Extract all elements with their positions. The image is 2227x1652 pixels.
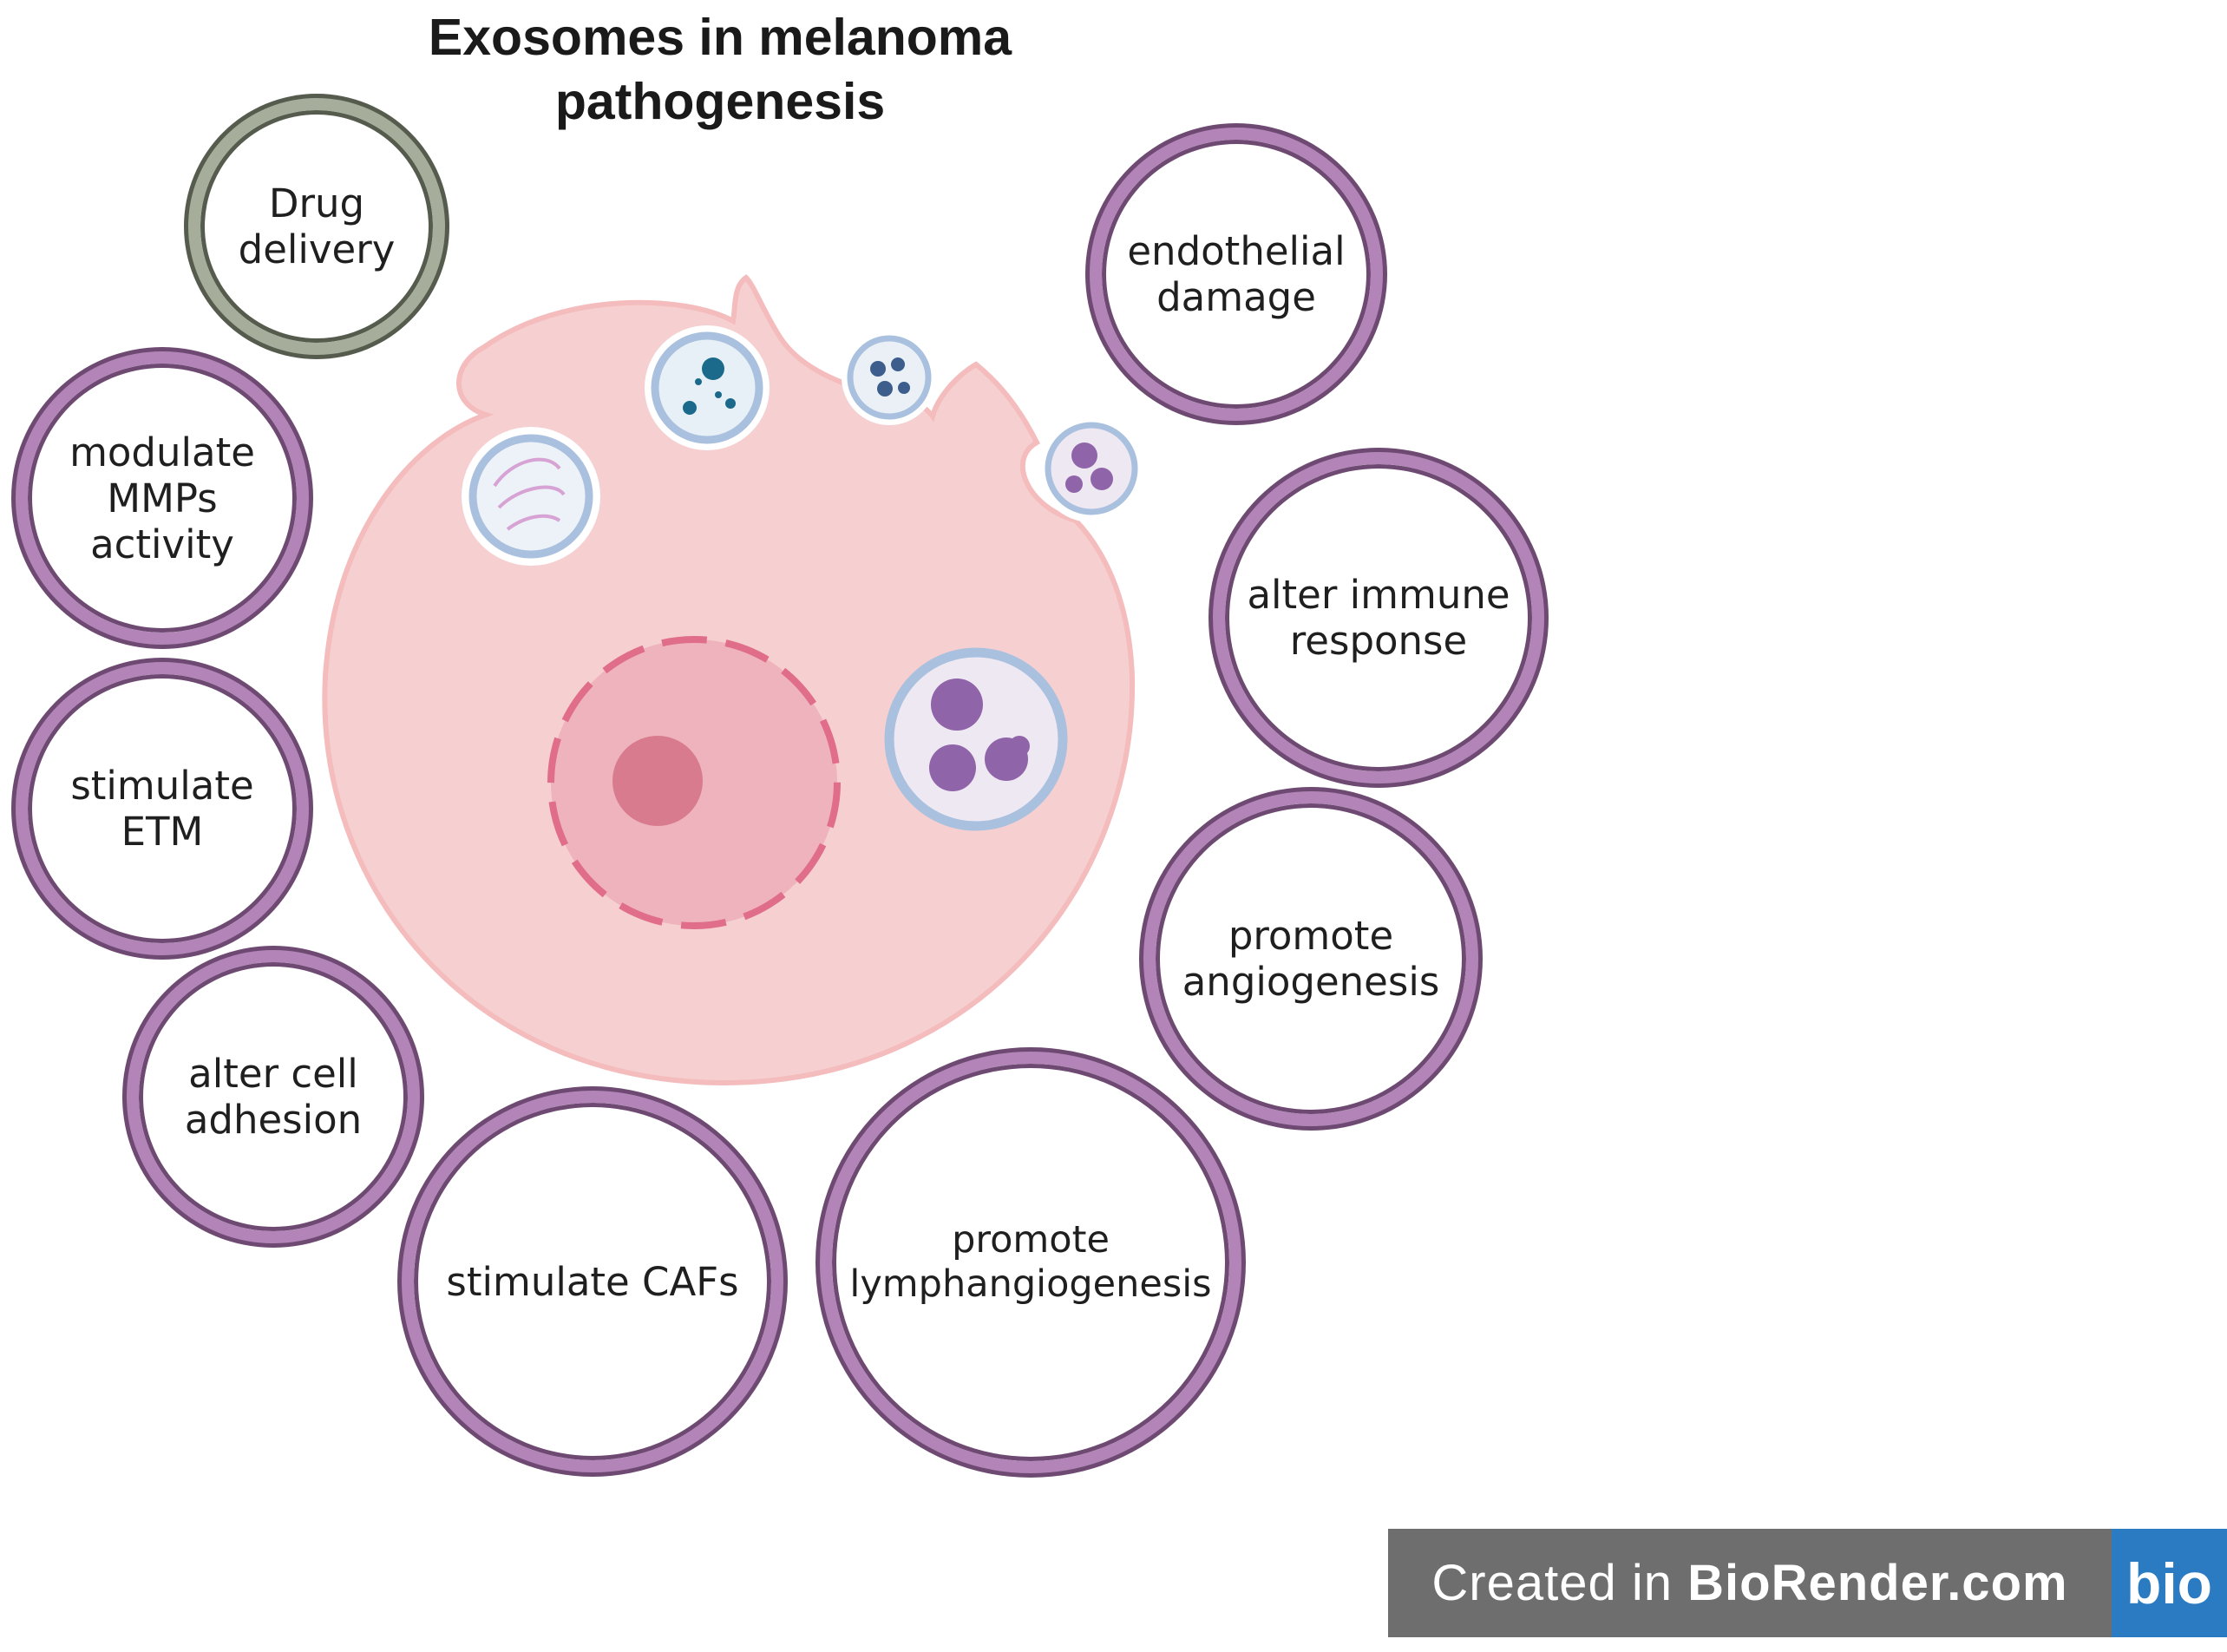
effect-modulate-mmps-activity: modulate MMPs activity <box>16 351 309 645</box>
effect-label: alter cell adhesion <box>184 1051 363 1143</box>
effect-label: promote angiogenesis <box>1182 913 1440 1005</box>
effect-label: stimulate ETM <box>70 763 254 855</box>
effect-label: stimulate CAFs <box>446 1258 739 1305</box>
effect-label: modulate MMPs activity <box>69 429 255 567</box>
biorender-credit-badge[interactable]: Created in BioRender.com bio <box>1388 1529 2227 1637</box>
figure-title: Exosomes in melanoma pathogenesis <box>428 9 1012 130</box>
effect-promote-angiogenesis: promote angiogenesis <box>1143 791 1478 1126</box>
exosome-protein-complex <box>842 330 937 425</box>
cell-nucleolus <box>612 736 703 826</box>
effect-stimulate-cafs: stimulate CAFs <box>402 1091 783 1472</box>
intracellular-vesicle <box>884 647 1068 831</box>
effect-promote-lymphangiogenesis: promote lymphangiogenesis <box>820 1052 1241 1473</box>
effect-label: alter immune response <box>1247 572 1510 664</box>
credit-brand: BioRender.com <box>1687 1555 2068 1611</box>
credit-prefix: Created in <box>1431 1555 1674 1611</box>
effect-alter-immune-response: alter immune response <box>1213 452 1544 783</box>
effect-label: Drug delivery <box>238 180 396 272</box>
effect-drug-delivery: Drug delivery <box>188 98 445 355</box>
exosome-dna-fragments <box>645 325 770 450</box>
effect-label: promote lymphangiogenesis <box>849 1218 1212 1306</box>
biorender-credit-text: Created in BioRender.com <box>1388 1529 2112 1637</box>
effect-endothelial-damage: endothelial damage <box>1090 128 1383 421</box>
effect-stimulate-etm: stimulate ETM <box>16 662 309 955</box>
logo-text: bio <box>2126 1550 2212 1616</box>
exosome-rna <box>462 427 600 566</box>
effect-alter-cell-adhesion: alter cell adhesion <box>127 950 420 1243</box>
effect-label: endothelial damage <box>1127 228 1346 320</box>
biorender-logo-icon: bio <box>2112 1529 2227 1637</box>
exosome-proteins-small <box>1038 415 1145 522</box>
